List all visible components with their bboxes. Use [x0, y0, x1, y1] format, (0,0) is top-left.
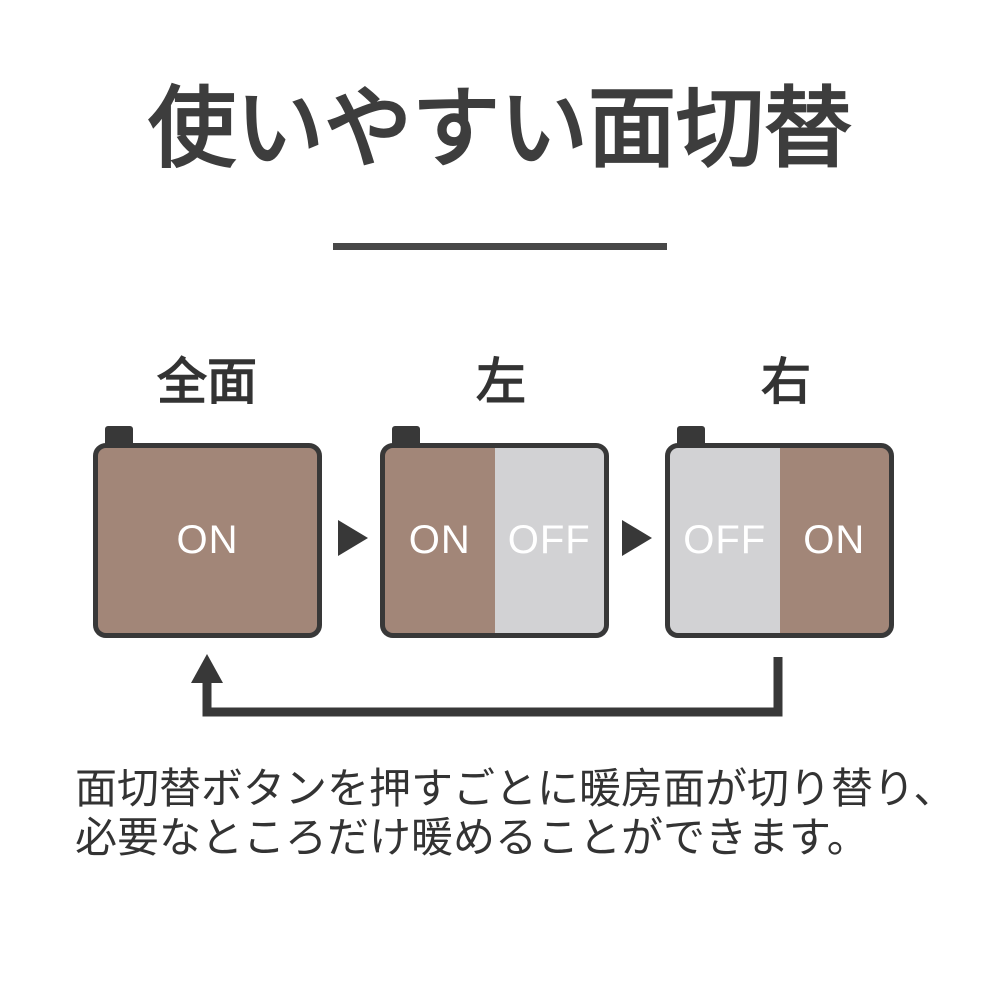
- page-title: 使いやすい面切替: [147, 79, 852, 178]
- mode-label-full: 全面: [157, 354, 257, 410]
- heater-panel-left: ON OFF: [380, 426, 609, 638]
- heater-zones: ON OFF: [385, 448, 604, 633]
- zone-left-off: OFF: [670, 448, 780, 633]
- description-text: 面切替ボタンを押すごとに暖房面が切り替り、 必要なところだけ暖めることができます…: [75, 764, 955, 862]
- description-line-1: 面切替ボタンを押すごとに暖房面が切り替り、: [75, 765, 956, 812]
- description-line-2: 必要なところだけ暖めることができます。: [75, 814, 869, 861]
- mode-label-left: 左: [476, 354, 526, 410]
- zone-right-on: ON: [779, 448, 889, 633]
- zone-state-label: ON: [176, 518, 239, 562]
- mode-label-right: 右: [761, 354, 811, 410]
- cycle-loop-arrow-icon: [191, 654, 783, 717]
- zone-state-label: OFF: [683, 518, 767, 562]
- zone-full-on: ON: [98, 448, 317, 633]
- zone-right-off: OFF: [494, 448, 604, 633]
- heater-zones: OFF ON: [670, 448, 889, 633]
- zone-state-label: ON: [408, 518, 471, 562]
- controller-tab-icon: [677, 426, 705, 446]
- heater-zones: ON: [98, 448, 317, 633]
- heater-panel-right: OFF ON: [665, 426, 894, 638]
- zone-left-on: ON: [385, 448, 495, 633]
- zone-state-label: OFF: [507, 518, 591, 562]
- controller-tab-icon: [105, 426, 133, 446]
- zone-state-label: ON: [803, 518, 866, 562]
- heater-panel-full: ON: [93, 426, 322, 638]
- controller-tab-icon: [392, 426, 420, 446]
- next-step-arrow-icon: [338, 520, 368, 556]
- next-step-arrow-icon: [622, 520, 652, 556]
- title-divider: [333, 243, 667, 250]
